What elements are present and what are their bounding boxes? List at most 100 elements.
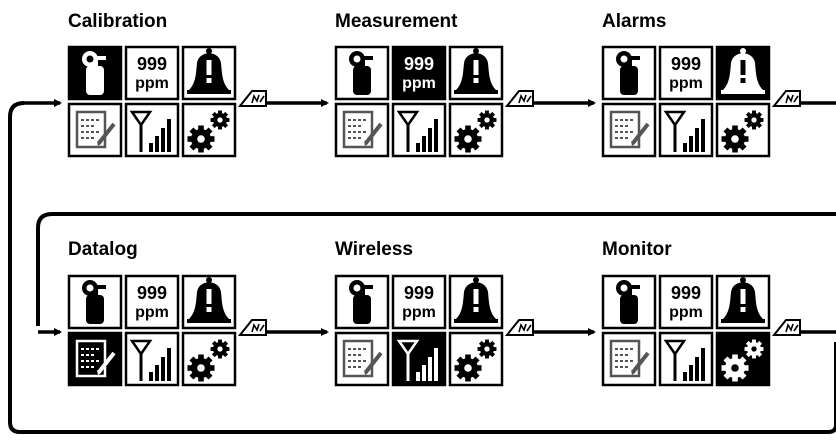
ppm-number: 999 bbox=[671, 283, 701, 303]
mode-title: Monitor bbox=[602, 239, 672, 260]
alarm-bell-icon bbox=[187, 277, 231, 323]
tile-datalog bbox=[334, 331, 390, 387]
gas-cylinder-icon bbox=[82, 51, 106, 95]
tile-monitor bbox=[715, 331, 771, 387]
datalog-notepad-icon bbox=[75, 110, 116, 149]
mode-button-icon bbox=[237, 319, 267, 336]
wireless-signal-icon bbox=[396, 339, 438, 381]
mode-title: Alarms bbox=[602, 11, 667, 32]
tile-alarms bbox=[181, 274, 237, 330]
tile-alarms bbox=[448, 274, 504, 330]
ppm-unit: ppm bbox=[669, 75, 703, 92]
ppm-unit: ppm bbox=[135, 304, 169, 321]
mode-title: Datalog bbox=[68, 239, 138, 260]
datalog-notepad-icon bbox=[342, 339, 383, 378]
datalog-notepad-icon bbox=[609, 339, 650, 378]
alarm-bell-icon bbox=[721, 48, 765, 94]
tile-calibration bbox=[334, 45, 390, 101]
ppm-unit: ppm bbox=[669, 304, 703, 321]
ppm-number: 999 bbox=[671, 54, 701, 74]
datalog-notepad-icon bbox=[75, 339, 116, 378]
wireless-signal-icon bbox=[129, 110, 171, 152]
settings-gears-icon bbox=[454, 110, 497, 153]
flow-connectors bbox=[8, 90, 836, 434]
gas-cylinder-icon bbox=[616, 280, 640, 324]
alarm-bell-icon bbox=[454, 277, 498, 323]
ppm-unit: ppm bbox=[402, 304, 436, 321]
return-connector bbox=[8, 101, 836, 434]
loop-connector bbox=[36, 212, 836, 326]
tile-alarms bbox=[448, 45, 504, 101]
wireless-signal-icon bbox=[129, 339, 171, 381]
gas-cylinder-icon bbox=[82, 280, 106, 324]
ppm-number: 999 bbox=[137, 283, 167, 303]
mode-button-icon bbox=[504, 90, 534, 107]
ppm-number: 999 bbox=[404, 54, 434, 74]
wireless-signal-icon bbox=[663, 110, 705, 152]
mode-title: Calibration bbox=[68, 11, 168, 32]
tile-alarms bbox=[715, 45, 771, 101]
mode-button-icon bbox=[237, 90, 267, 107]
mode-button-icon bbox=[771, 319, 801, 336]
tile-monitor bbox=[448, 102, 504, 158]
tile-wireless bbox=[658, 331, 714, 387]
ppm-unit: ppm bbox=[135, 75, 169, 92]
tile-monitor bbox=[181, 102, 237, 158]
tile-datalog bbox=[601, 102, 657, 158]
datalog-notepad-icon bbox=[342, 110, 383, 149]
mode-button-icon bbox=[504, 319, 534, 336]
alarm-bell-icon bbox=[454, 48, 498, 94]
tile-datalog bbox=[67, 331, 123, 387]
gas-cylinder-icon bbox=[349, 51, 373, 95]
settings-gears-icon bbox=[187, 339, 230, 382]
settings-gears-icon bbox=[454, 339, 497, 382]
tile-monitor bbox=[181, 331, 237, 387]
tile-datalog bbox=[334, 102, 390, 158]
tile-calibration bbox=[67, 274, 123, 330]
settings-gears-icon bbox=[721, 110, 764, 153]
mode-title: Measurement bbox=[335, 11, 458, 32]
wireless-signal-icon bbox=[663, 339, 705, 381]
tile-monitor bbox=[715, 102, 771, 158]
mode-button-icon bbox=[771, 90, 801, 107]
tile-wireless bbox=[124, 102, 180, 158]
tile-calibration bbox=[601, 45, 657, 101]
gas-cylinder-icon bbox=[349, 280, 373, 324]
datalog-notepad-icon bbox=[609, 110, 650, 149]
tile-datalog bbox=[601, 331, 657, 387]
tile-datalog bbox=[67, 102, 123, 158]
tile-calibration bbox=[67, 45, 123, 101]
mode-title: Wireless bbox=[335, 239, 413, 260]
ppm-number: 999 bbox=[137, 54, 167, 74]
wireless-signal-icon bbox=[396, 110, 438, 152]
ppm-number: 999 bbox=[404, 283, 434, 303]
ppm-unit: ppm bbox=[402, 75, 436, 92]
tile-wireless bbox=[391, 331, 447, 387]
settings-gears-icon bbox=[721, 339, 764, 382]
tile-alarms bbox=[181, 45, 237, 101]
tile-calibration bbox=[334, 274, 390, 330]
tile-alarms bbox=[715, 274, 771, 330]
settings-gears-icon bbox=[187, 110, 230, 153]
tile-calibration bbox=[601, 274, 657, 330]
tile-monitor bbox=[448, 331, 504, 387]
tile-wireless bbox=[124, 331, 180, 387]
